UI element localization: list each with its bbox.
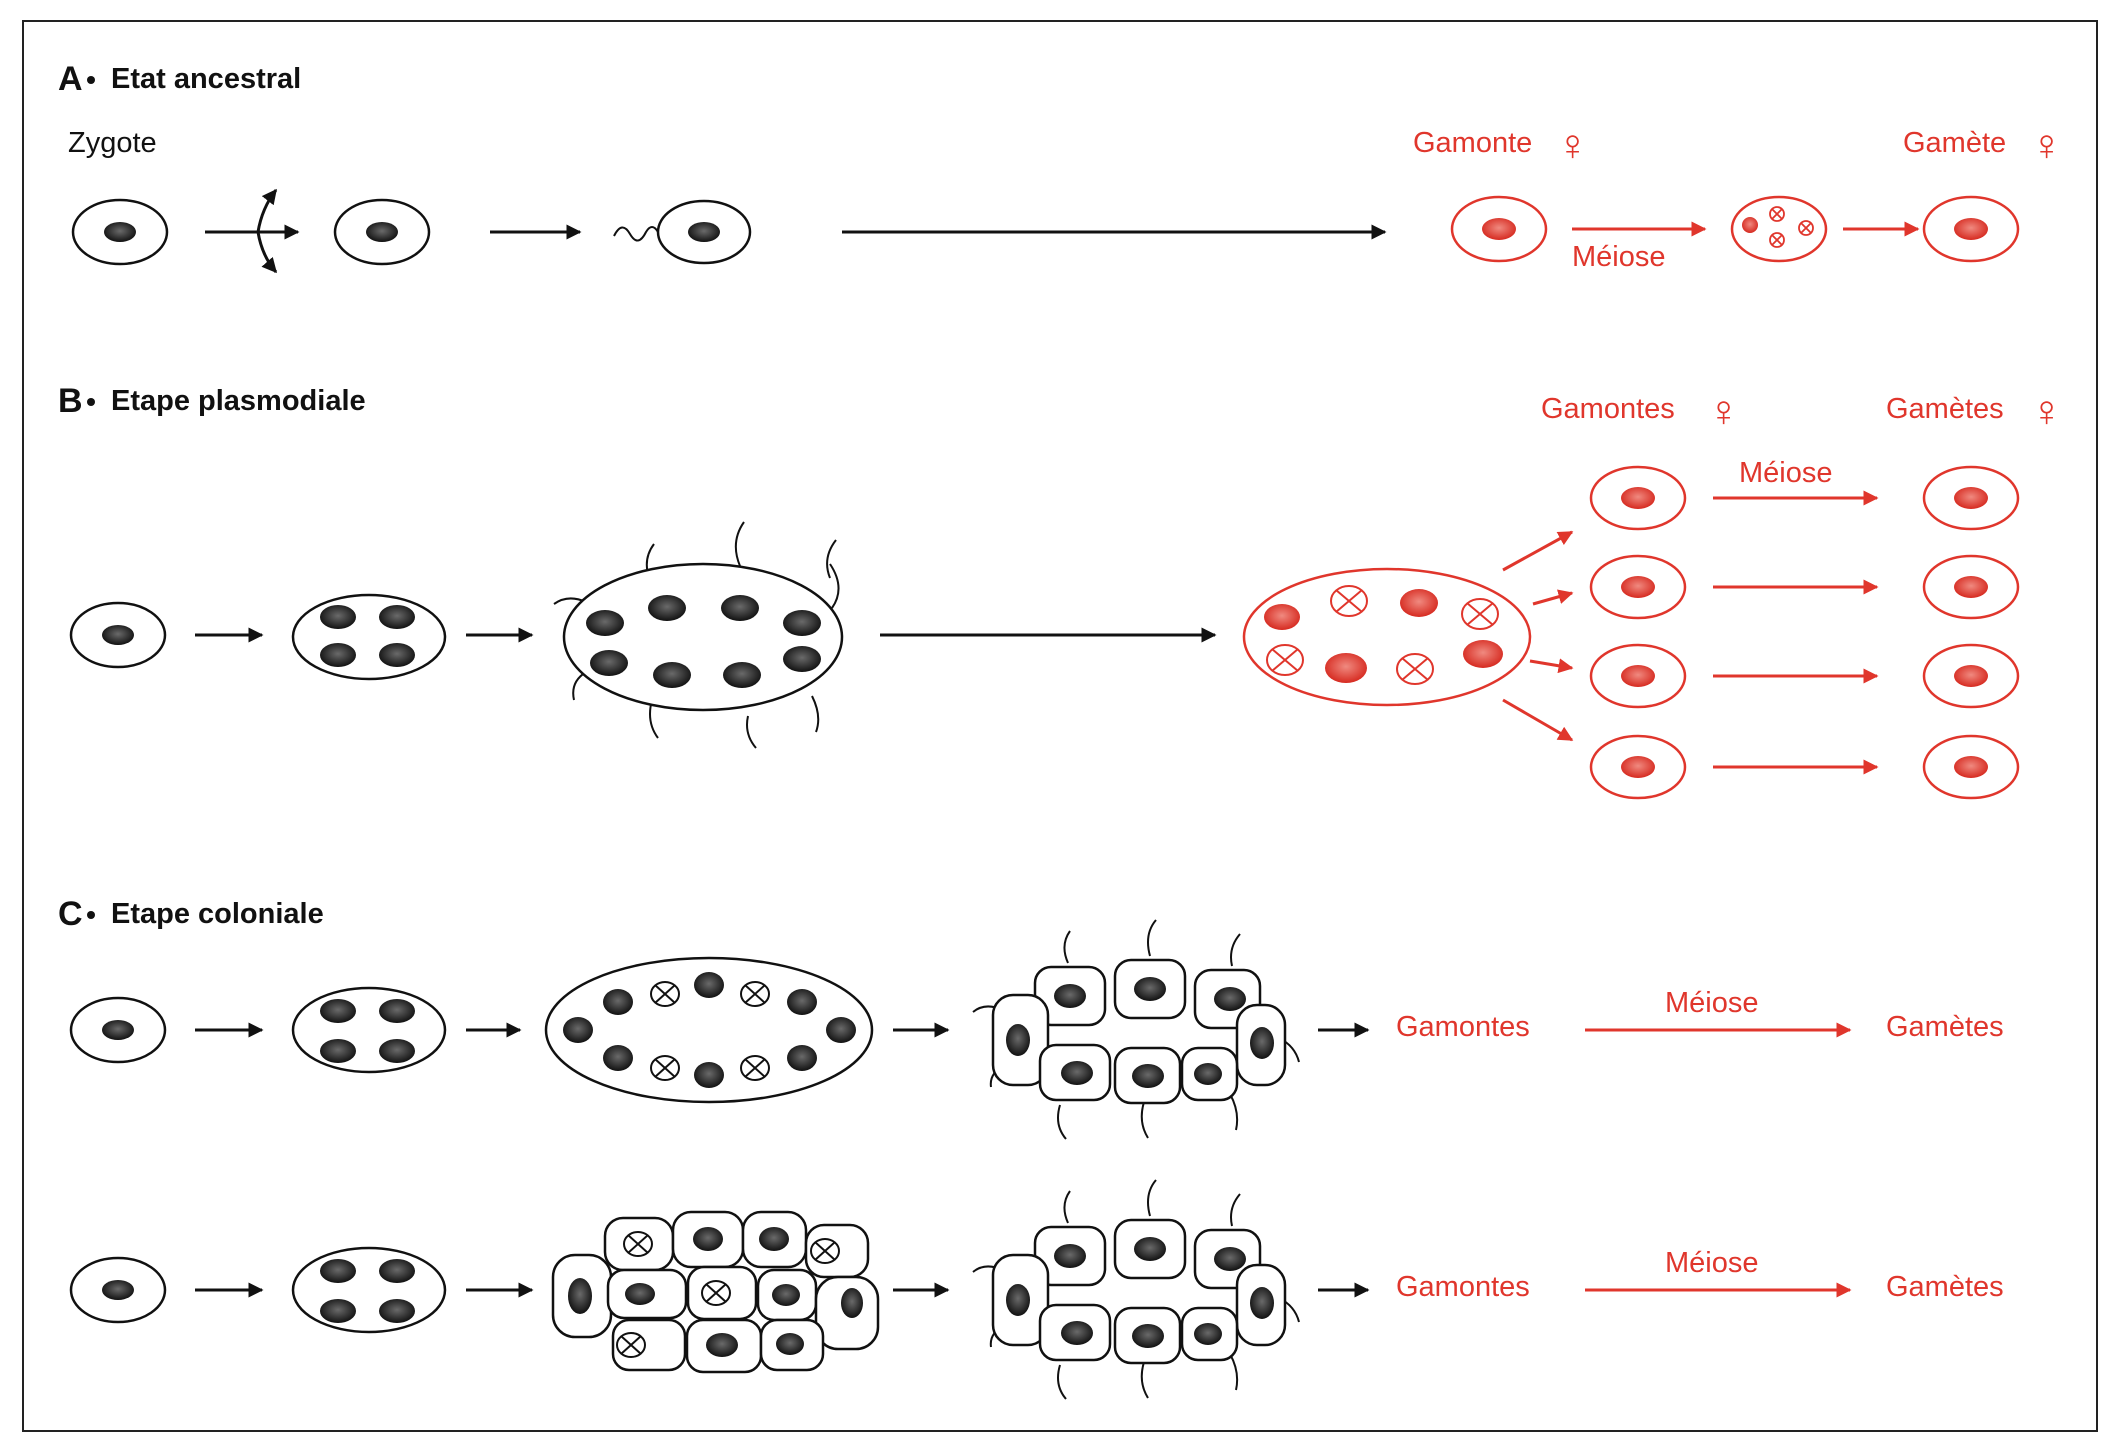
colonial-row-1: Gamontes Méiose Gamètes	[69, 919, 2004, 1140]
zygote-label: Zygote	[68, 127, 157, 159]
gamete-cell	[1922, 734, 2020, 800]
branching-arrow	[205, 188, 300, 274]
meiose-label: Méiose	[1572, 241, 1666, 273]
female-symbol: ♀	[2030, 121, 2063, 170]
gamonte-cell	[1589, 643, 1687, 709]
diagram-frame	[22, 20, 2098, 1432]
section-b-title: Etape plasmodiale	[111, 385, 366, 417]
four-nuclei-cell	[291, 593, 447, 681]
hollow-colony	[972, 1179, 1300, 1400]
zygote-cell	[71, 198, 169, 266]
section-c-title: Etape coloniale	[111, 898, 324, 930]
four-nuclei-cell	[291, 986, 447, 1074]
zygote-cell	[69, 996, 167, 1064]
gamonte-cell	[1589, 554, 1687, 620]
section-c: C Etape coloniale	[58, 895, 2004, 1400]
cell	[333, 198, 431, 266]
plasmodium	[553, 521, 844, 749]
gamontes-label: Gamontes	[1541, 393, 1675, 425]
gamonte-cell	[1589, 734, 1687, 800]
female-symbol: ♀	[2030, 387, 2063, 436]
meiose-label: Méiose	[1665, 1247, 1759, 1279]
arrow	[1502, 530, 1574, 572]
solid-colony	[551, 1210, 880, 1374]
section-a: A Etat ancestral Zygote Gamonte ♀ Gamète…	[58, 60, 2063, 274]
arrow	[1529, 658, 1574, 674]
female-symbol: ♀	[1707, 387, 1740, 436]
meiose-label: Méiose	[1739, 457, 1833, 489]
female-symbol: ♀	[1556, 121, 1589, 170]
section-b: B Etape plasmodiale	[58, 382, 2063, 800]
gamonte-cell	[1589, 465, 1687, 531]
arrow	[1532, 589, 1574, 606]
meiotic-cell	[1730, 195, 1828, 263]
gametes-label: Gamètes	[1886, 393, 2004, 425]
multinucleate-cell	[544, 956, 874, 1104]
gamete-cell	[1922, 465, 2020, 531]
gamonte-cell	[1450, 195, 1548, 263]
flagellated-cell	[613, 199, 752, 265]
bullet-dot	[87, 398, 95, 406]
gamontes-label: Gamontes	[1396, 1011, 1530, 1043]
gamete-cell	[1922, 554, 2020, 620]
red-plasmodium	[1242, 567, 1532, 707]
colonial-row-2: Gamontes Méiose Gamètes	[69, 1179, 2004, 1400]
gamete-cell	[1922, 195, 2020, 263]
gametes-label: Gamètes	[1886, 1011, 2004, 1043]
gametes-label: Gamètes	[1886, 1271, 2004, 1303]
gamete-label: Gamète	[1903, 127, 2006, 159]
section-c-letter: C	[58, 895, 83, 933]
arrow	[1502, 698, 1574, 742]
zygote-cell	[69, 1256, 167, 1324]
gamete-cell	[1922, 643, 2020, 709]
four-nuclei-cell	[291, 1246, 447, 1334]
section-a-title: Etat ancestral	[111, 63, 301, 95]
section-a-letter: A	[58, 60, 83, 98]
bullet-dot	[87, 911, 95, 919]
hollow-colony	[972, 919, 1300, 1140]
meiose-label: Méiose	[1665, 987, 1759, 1019]
bullet-dot	[87, 76, 95, 84]
zygote-cell	[69, 601, 167, 669]
gamonte-label: Gamonte	[1413, 127, 1532, 159]
section-b-letter: B	[58, 382, 83, 420]
gamontes-label: Gamontes	[1396, 1271, 1530, 1303]
